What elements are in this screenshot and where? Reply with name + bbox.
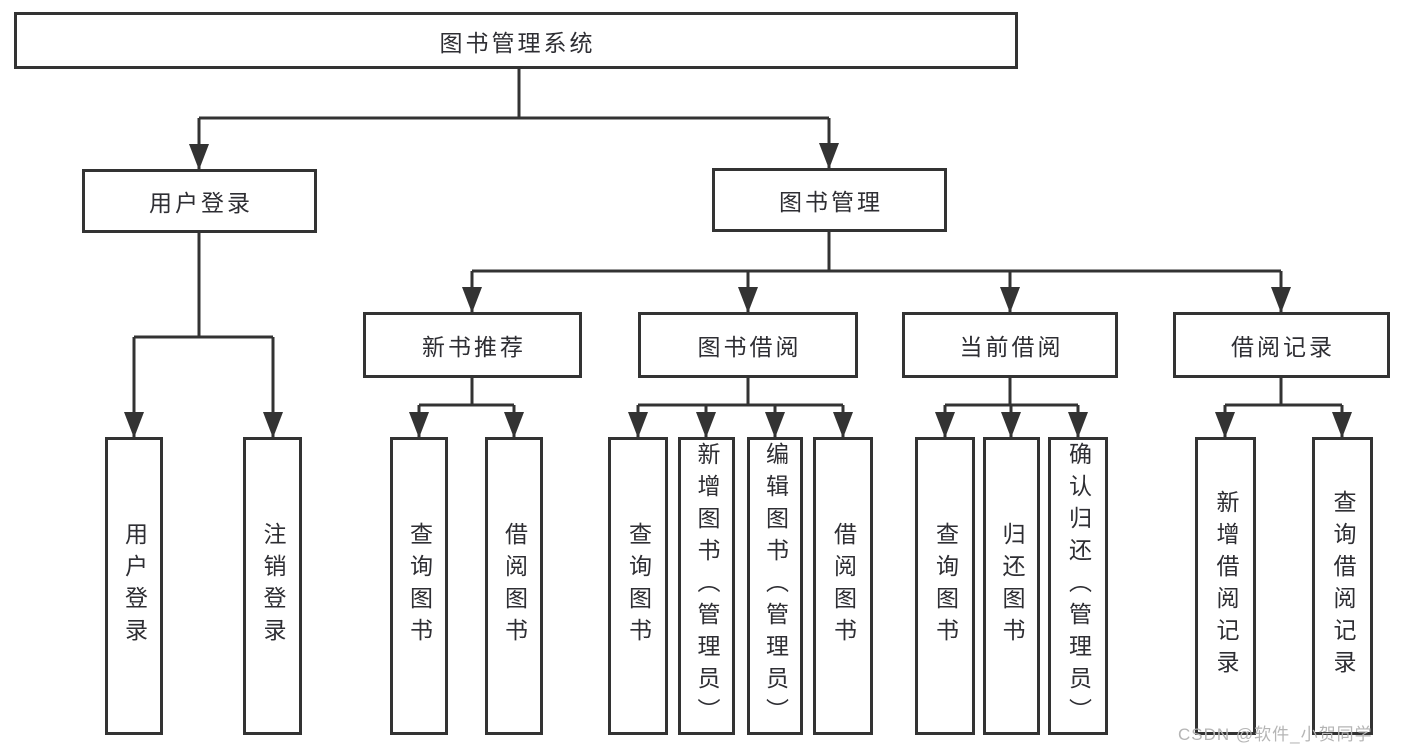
node-label: 新书推荐 <box>422 334 526 360</box>
leaf-query-borrow-record: 查询借阅记录 <box>1312 437 1373 735</box>
node-label: 编辑图书（管理员） <box>762 442 789 730</box>
csdn-watermark: CSDN @软件_小贺同学 <box>1178 725 1373 744</box>
leaf-borrow-books-recommend: 借阅图书 <box>485 437 543 735</box>
node-library-management-system: 图书管理系统 <box>14 12 1018 69</box>
leaf-user-login: 用户登录 <box>105 437 163 735</box>
node-label: 查询图书 <box>932 522 959 650</box>
node-label: 注销登录 <box>260 522 286 650</box>
node-label: 借阅图书 <box>501 522 528 650</box>
leaf-logout: 注销登录 <box>243 437 302 735</box>
node-current-borrowing: 当前借阅 <box>902 312 1118 378</box>
leaf-confirm-return-admin: 确认归还（管理员） <box>1048 437 1108 735</box>
edges-root <box>189 69 839 170</box>
node-label: 图书管理系统 <box>439 29 596 56</box>
node-label: 新增图书（管理员） <box>694 442 720 730</box>
node-label: 查询图书 <box>625 522 652 650</box>
node-label: 查询借阅记录 <box>1330 490 1356 682</box>
leaf-query-books-borrowing: 查询图书 <box>608 437 668 735</box>
node-book-management: 图书管理 <box>712 168 947 232</box>
node-label: 查询图书 <box>406 522 433 650</box>
leaf-query-books-recommend: 查询图书 <box>390 437 448 735</box>
node-label: 新增借阅记录 <box>1213 490 1239 682</box>
node-label: 借阅图书 <box>830 522 857 650</box>
edges-new-book-recommendation <box>409 378 524 438</box>
node-user-login: 用户登录 <box>82 169 317 233</box>
leaf-edit-books-admin: 编辑图书（管理员） <box>747 437 803 735</box>
node-label: 归还图书 <box>999 522 1025 650</box>
node-new-book-recommendation: 新书推荐 <box>363 312 582 378</box>
node-label: 借阅记录 <box>1231 334 1335 360</box>
edges-book-borrowing <box>628 378 853 438</box>
node-label: 当前借阅 <box>959 334 1064 360</box>
node-label: 确认归还（管理员） <box>1065 442 1092 730</box>
edges-user-login <box>124 233 283 438</box>
leaf-add-borrow-record: 新增借阅记录 <box>1195 437 1256 735</box>
node-label: 用户登录 <box>149 190 253 216</box>
node-borrowing-records: 借阅记录 <box>1173 312 1390 378</box>
node-book-borrowing: 图书借阅 <box>638 312 858 378</box>
node-label: 图书借阅 <box>697 334 802 360</box>
edges-current-borrowing <box>935 378 1088 438</box>
leaf-borrow-books: 借阅图书 <box>813 437 873 735</box>
node-label: 图书管理 <box>779 189 883 215</box>
edges-borrowing-records <box>1215 378 1352 438</box>
edges-book-management <box>462 232 1291 313</box>
leaf-add-books-admin: 新增图书（管理员） <box>678 437 735 735</box>
leaf-return-books: 归还图书 <box>983 437 1040 735</box>
leaf-query-books-current: 查询图书 <box>915 437 975 735</box>
node-label: 用户登录 <box>121 522 148 650</box>
